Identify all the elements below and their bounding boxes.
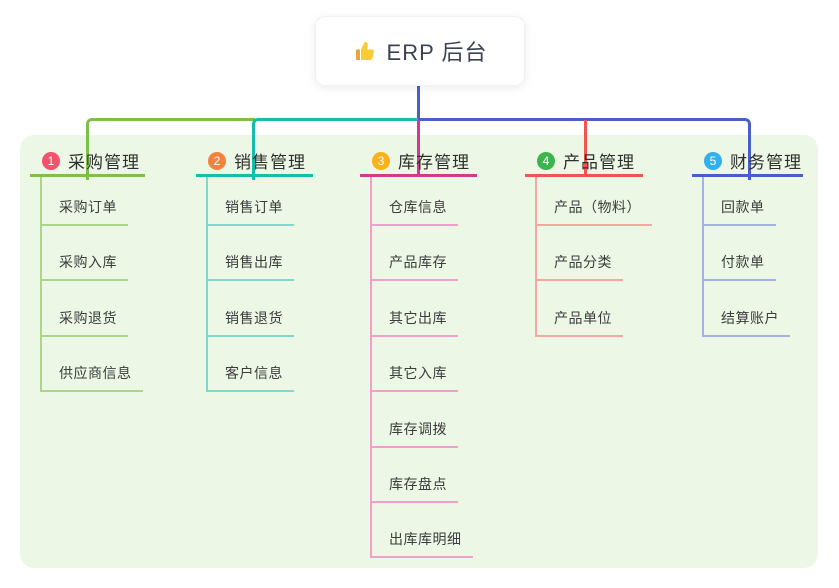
branch-number-badge: 5: [704, 151, 722, 170]
branch1-connector: [86, 118, 255, 180]
child-label: 采购入库: [42, 252, 128, 282]
child-node[interactable]: 采购退货: [42, 281, 145, 337]
branch-finance-node[interactable]: 5 财务管理: [692, 147, 803, 177]
branch5-connector: [418, 118, 751, 180]
child-label: 出库库明细: [372, 529, 473, 559]
branch-number-badge: 1: [42, 151, 60, 170]
branch-product: 4 产品管理 产品（物料） 产品分类 产品单位: [525, 147, 652, 337]
thumbs-up-icon: [353, 39, 377, 63]
branch-title: 销售管理: [234, 153, 306, 172]
child-label: 销售退货: [208, 308, 294, 337]
child-label: 采购订单: [42, 197, 128, 226]
branch-product-node[interactable]: 4 产品管理: [525, 147, 643, 177]
root-node-label: ERP 后台: [386, 40, 488, 65]
branch-purchase-node[interactable]: 1 采购管理: [30, 147, 145, 177]
branch-number-badge: 2: [208, 151, 226, 170]
branch-purchase-children: 采购订单 采购入库 采购退货 供应商信息: [40, 177, 145, 393]
branch-sales: 2 销售管理 销售订单 销售出库 销售退货 客户信息: [196, 147, 313, 393]
branch4-connector: [584, 120, 587, 177]
child-label: 销售出库: [208, 252, 294, 282]
child-label: 产品（物料）: [537, 197, 652, 226]
child-node[interactable]: 产品分类: [537, 226, 652, 282]
branch-finance: 5 财务管理 回款单 付款单 结算账户: [692, 147, 803, 337]
branch-inventory-children: 仓库信息 产品库存 其它出库 其它入库 库存调拨 库存盘点 出库库明细: [370, 177, 477, 559]
branch-inventory: 3 库存管理 仓库信息 产品库存 其它出库 其它入库 库存调拨 库存盘点 出库库…: [360, 147, 477, 559]
child-node[interactable]: 其它入库: [372, 337, 477, 393]
child-node[interactable]: 销售退货: [208, 281, 313, 337]
child-node[interactable]: 库存调拨: [372, 392, 477, 448]
branch-finance-children: 回款单 付款单 结算账户: [702, 177, 803, 337]
child-label: 仓库信息: [372, 197, 458, 226]
branch-purchase: 1 采购管理 采购订单 采购入库 采购退货 供应商信息: [30, 147, 145, 393]
child-node[interactable]: 采购订单: [42, 177, 145, 226]
child-label: 产品分类: [537, 252, 623, 282]
child-node[interactable]: 产品单位: [537, 281, 652, 337]
branch2-connector: [252, 118, 421, 180]
branch-sales-node[interactable]: 2 销售管理: [196, 147, 313, 177]
branch-title: 财务管理: [730, 153, 802, 172]
child-node[interactable]: 供应商信息: [42, 337, 145, 393]
child-label: 付款单: [704, 252, 776, 282]
child-node[interactable]: 仓库信息: [372, 177, 477, 226]
child-label: 客户信息: [208, 363, 294, 393]
branch-title: 采购管理: [68, 153, 140, 172]
child-label: 采购退货: [42, 308, 128, 337]
child-node[interactable]: 产品库存: [372, 226, 477, 282]
child-node[interactable]: 销售出库: [208, 226, 313, 282]
child-label: 库存盘点: [372, 474, 458, 503]
child-label: 产品库存: [372, 252, 458, 282]
child-label: 其它入库: [372, 363, 458, 393]
child-node[interactable]: 产品（物料）: [537, 177, 652, 226]
branch-number-badge: 4: [537, 151, 555, 170]
child-node[interactable]: 其它出库: [372, 281, 477, 337]
child-node[interactable]: 客户信息: [208, 337, 313, 393]
root-node[interactable]: ERP 后台: [315, 16, 525, 86]
child-label: 其它出库: [372, 308, 458, 337]
child-node[interactable]: 回款单: [704, 177, 803, 226]
child-label: 库存调拨: [372, 419, 458, 448]
child-node[interactable]: 库存盘点: [372, 448, 477, 503]
child-label: 销售订单: [208, 197, 294, 226]
child-label: 产品单位: [537, 308, 623, 337]
child-label: 结算账户: [704, 308, 790, 337]
child-node[interactable]: 出库库明细: [372, 503, 477, 559]
canvas-background-band: [20, 135, 818, 568]
branch-title: 库存管理: [398, 153, 470, 172]
child-node[interactable]: 结算账户: [704, 281, 803, 337]
branch-product-children: 产品（物料） 产品分类 产品单位: [535, 177, 652, 337]
branch-sales-children: 销售订单 销售出库 销售退货 客户信息: [206, 177, 313, 393]
branch3-connector: [417, 120, 420, 177]
child-node[interactable]: 采购入库: [42, 226, 145, 282]
root-stem-connector: [417, 84, 420, 118]
child-node[interactable]: 销售订单: [208, 177, 313, 226]
branch-number-badge: 3: [372, 151, 390, 170]
child-label: 供应商信息: [42, 363, 143, 393]
child-node[interactable]: 付款单: [704, 226, 803, 282]
child-label: 回款单: [704, 197, 776, 226]
branch-title: 产品管理: [563, 153, 635, 172]
branch-inventory-node[interactable]: 3 库存管理: [360, 147, 477, 177]
